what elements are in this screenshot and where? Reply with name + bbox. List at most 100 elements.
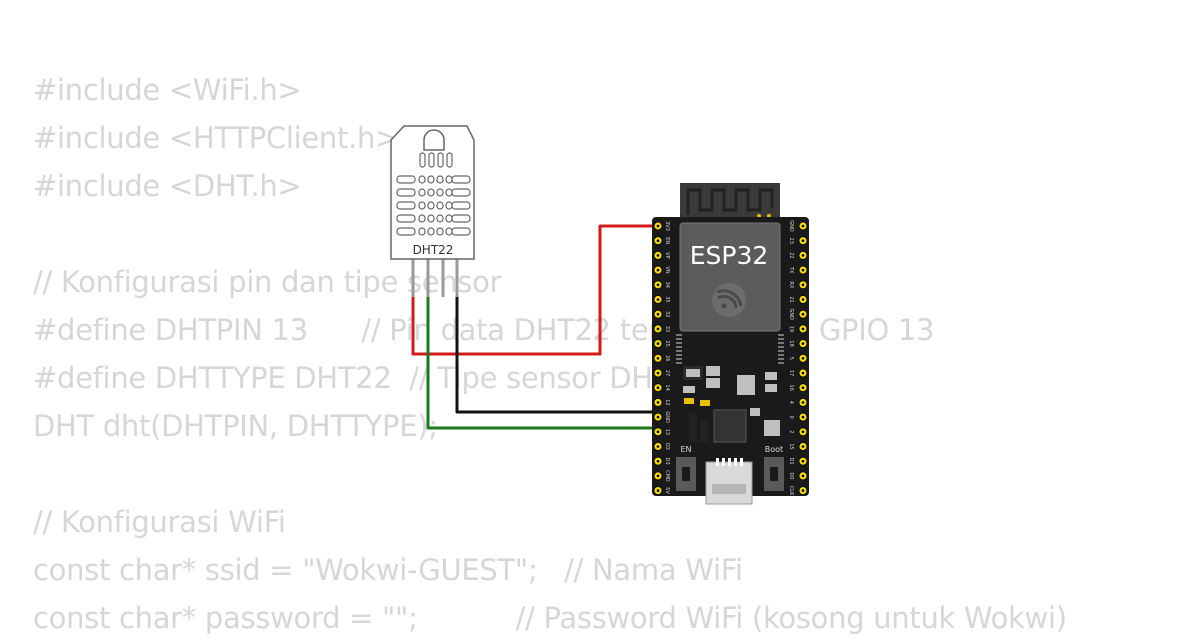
grille-slot (418, 188, 426, 197)
pin-hole (801, 371, 805, 375)
pin-label: 23 (788, 238, 794, 244)
pin-label: CLK (788, 486, 794, 496)
en-button[interactable]: EN (676, 445, 696, 491)
code-line: DHT dht(DHTPIN, DHTTYPE); (33, 409, 438, 443)
pin-label: 33 (664, 326, 670, 332)
grille-slot (445, 214, 453, 223)
pin-hole (656, 298, 660, 301)
wires (411, 224, 658, 430)
pin-label: 34 (664, 282, 670, 288)
pin-hole (801, 283, 805, 287)
esp32-board[interactable]: ESP32 (652, 183, 809, 505)
module-pad (676, 350, 682, 352)
sensor-top-slots (419, 152, 453, 168)
pin-hole (801, 298, 805, 301)
sensor-notch (423, 129, 445, 151)
pin-label: RX (788, 281, 794, 288)
grille-slot (451, 201, 471, 210)
pin-label: 27 (664, 370, 670, 376)
pin-hole (656, 430, 660, 434)
micro-usb-port (705, 458, 753, 505)
code-line: // Konfigurasi WiFi (33, 505, 286, 539)
left-pin-header: 3V3ENVPVN343532332526271412GND13D2D3CMD5… (653, 221, 670, 496)
code-line: #define DHTTYPE DHT22 // Tipe sensor DHT (33, 361, 671, 395)
pin-hole (656, 239, 660, 242)
code-line: #include <WiFi.h> (33, 73, 302, 107)
pin-hole (801, 342, 805, 345)
code-background: #include <WiFi.h>#include <HTTPClient.h>… (33, 66, 1067, 642)
pin-hole (801, 415, 805, 419)
grille-slot (418, 201, 426, 210)
boot-label: Boot (765, 445, 783, 454)
pin-label: 32 (664, 311, 670, 317)
pin-hole (656, 401, 660, 404)
pin-label: 21 (788, 296, 794, 302)
grille-slot (427, 227, 435, 236)
pin-label: 18 (788, 340, 794, 346)
grille-slot (396, 175, 416, 184)
pin-label: D3 (664, 458, 670, 465)
pin-hole (801, 239, 805, 242)
pin-hole (656, 254, 660, 257)
grille-slot (451, 214, 471, 223)
pin-label: D2 (664, 443, 670, 450)
pin-hole (656, 224, 660, 228)
grille-slot (445, 188, 453, 197)
grille-slot (445, 175, 453, 184)
data-wire[interactable] (426, 295, 658, 430)
module-pad (676, 358, 682, 360)
pin-hole (656, 445, 660, 448)
pin-hole (801, 327, 805, 331)
pin-label: D1 (788, 458, 794, 465)
code-line: const char* password = ""; // Password W… (33, 601, 1067, 635)
pin-label: 15 (788, 443, 794, 449)
code-line: const char* ssid = "Wokwi-GUEST"; // Nam… (33, 553, 743, 587)
module-pad (778, 362, 784, 364)
module-pad (778, 350, 784, 352)
grille-slot (436, 175, 444, 184)
module-pad (676, 362, 682, 364)
grille-slot (427, 214, 435, 223)
code-line: // Konfigurasi pin dan tipe sensor (33, 265, 502, 299)
module-pad (778, 338, 784, 340)
grille-slot (396, 227, 416, 236)
module-pad (778, 358, 784, 360)
module-pad (778, 334, 784, 336)
grille-slot (451, 227, 471, 236)
pin-label: 16 (788, 385, 794, 391)
pin-label: 25 (664, 340, 670, 346)
pin-label: VN (664, 267, 670, 274)
grille-slot (445, 201, 453, 210)
en-label: EN (680, 445, 691, 454)
pin-label: CMD (664, 470, 670, 482)
pin-hole (656, 312, 660, 316)
pin-label: GND (788, 308, 794, 320)
vcc-wire[interactable] (411, 224, 658, 356)
pin-label: GND (788, 220, 794, 232)
pin-label: 2 (788, 430, 794, 433)
grille-slot (451, 175, 471, 184)
dht22-sensor[interactable]: DHT22 (390, 125, 475, 297)
pin-label: EN (664, 237, 670, 244)
grille-slot (427, 201, 435, 210)
pin-hole (801, 268, 805, 272)
sensor-legs (411, 259, 459, 297)
pin-hole (656, 327, 660, 331)
pin-label: 0 (788, 416, 794, 419)
grille-slot (396, 188, 416, 197)
module-pads (676, 334, 784, 364)
pin-hole (801, 430, 805, 434)
espressif-logo-icon (712, 283, 746, 317)
pin-label: 19 (788, 326, 794, 332)
pin-label: D0 (788, 472, 794, 479)
esp32-label: ESP32 (690, 241, 769, 270)
grille-slot (427, 175, 435, 184)
boot-button[interactable]: Boot (764, 445, 784, 491)
gnd-wire[interactable] (455, 295, 658, 414)
board-components (683, 366, 780, 443)
grille-slot (427, 188, 435, 197)
pin-hole (656, 371, 660, 375)
grille-slot (436, 227, 444, 236)
pin-label: 3V3 (664, 221, 670, 231)
